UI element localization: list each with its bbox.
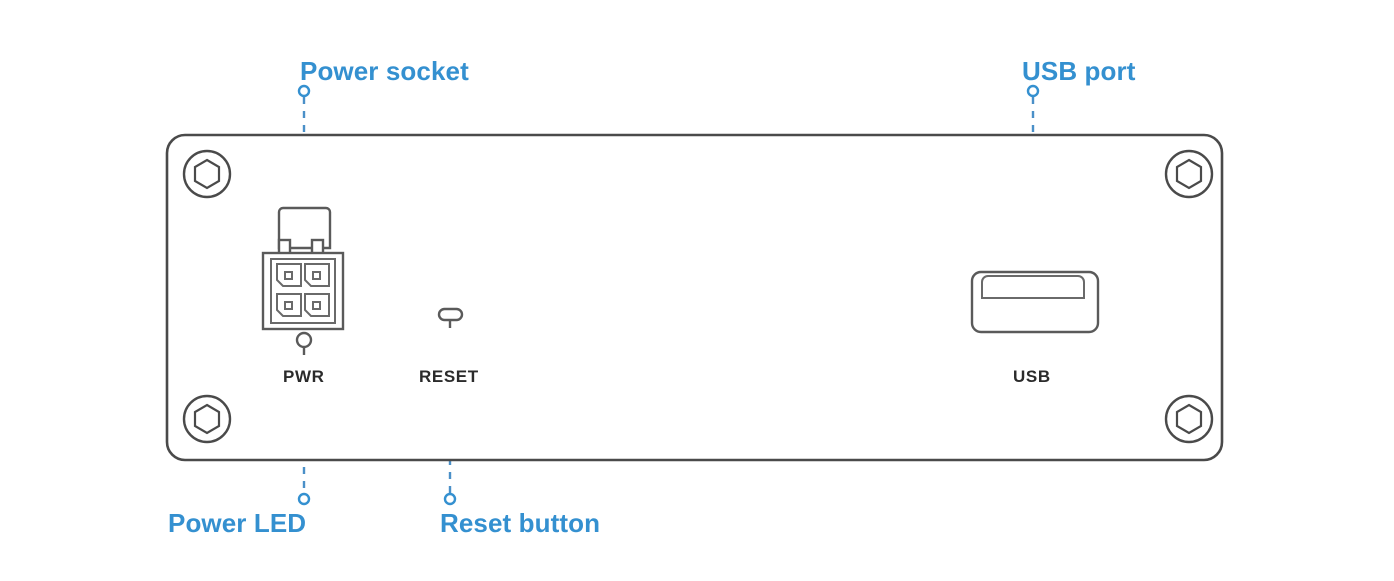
reset-button-pill <box>437 307 464 322</box>
usb-port-inner-tongue <box>981 275 1085 299</box>
corner-screws <box>182 149 1214 444</box>
port-label-reset: RESET <box>419 367 479 386</box>
power-led-circle <box>295 331 313 349</box>
callout-label-reset-button[interactable]: Reset button <box>440 508 600 538</box>
power-socket-pin-contact-4 <box>312 301 321 310</box>
usb-port-connector[interactable] <box>970 270 1100 334</box>
screw-top-left <box>182 149 232 199</box>
silkscreen-labels: PWR RESET USB <box>283 367 1051 386</box>
screw-bottom-right <box>1164 394 1214 444</box>
panel-enclosure <box>165 133 1224 462</box>
port-label-pwr: PWR <box>283 367 324 386</box>
callout-dot-reset-button <box>443 492 457 506</box>
panel-outline <box>165 133 1224 462</box>
power-socket-connector[interactable] <box>261 206 345 331</box>
callout-dot-power-led <box>297 492 311 506</box>
power-socket-pin-contact-2 <box>312 271 321 280</box>
power-socket-pin-contact-1 <box>284 271 293 280</box>
power-socket-pin-contact-3 <box>284 301 293 310</box>
power-socket-latch <box>277 206 332 250</box>
screw-bottom-left <box>182 394 232 444</box>
callout-text-labels: Power socket USB port Power LED Reset bu… <box>168 56 1136 538</box>
power-led-indicator <box>295 331 313 355</box>
callout-label-power-socket[interactable]: Power socket <box>300 56 469 86</box>
callout-anchor-dots <box>297 84 1040 506</box>
port-label-usb: USB <box>1013 367 1051 386</box>
callout-label-usb-port[interactable]: USB port <box>1022 56 1136 86</box>
screw-top-right <box>1164 149 1214 199</box>
callout-dot-power-socket <box>297 84 311 98</box>
callout-dot-usb-port <box>1026 84 1040 98</box>
reset-button-port[interactable] <box>437 307 464 328</box>
callout-label-power-led[interactable]: Power LED <box>168 508 306 538</box>
